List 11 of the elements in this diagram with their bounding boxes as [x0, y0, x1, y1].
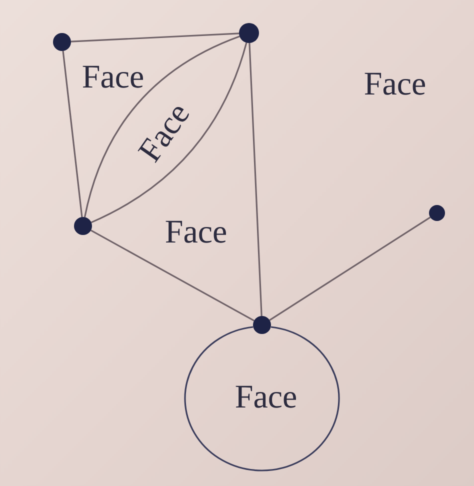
graph-edge: [62, 50, 83, 218]
face-label: Face: [234, 382, 298, 414]
loop-edge: [184, 326, 340, 472]
face-label: Face: [364, 68, 426, 102]
face-label: Face: [164, 216, 228, 250]
face-label: Face: [82, 62, 144, 94]
graph-edge: [248, 42, 262, 316]
face-label: Face: [134, 98, 196, 168]
graph-edge: [70, 32, 240, 42]
graph-edge: [269, 216, 431, 321]
graph-edge: [90, 230, 255, 322]
